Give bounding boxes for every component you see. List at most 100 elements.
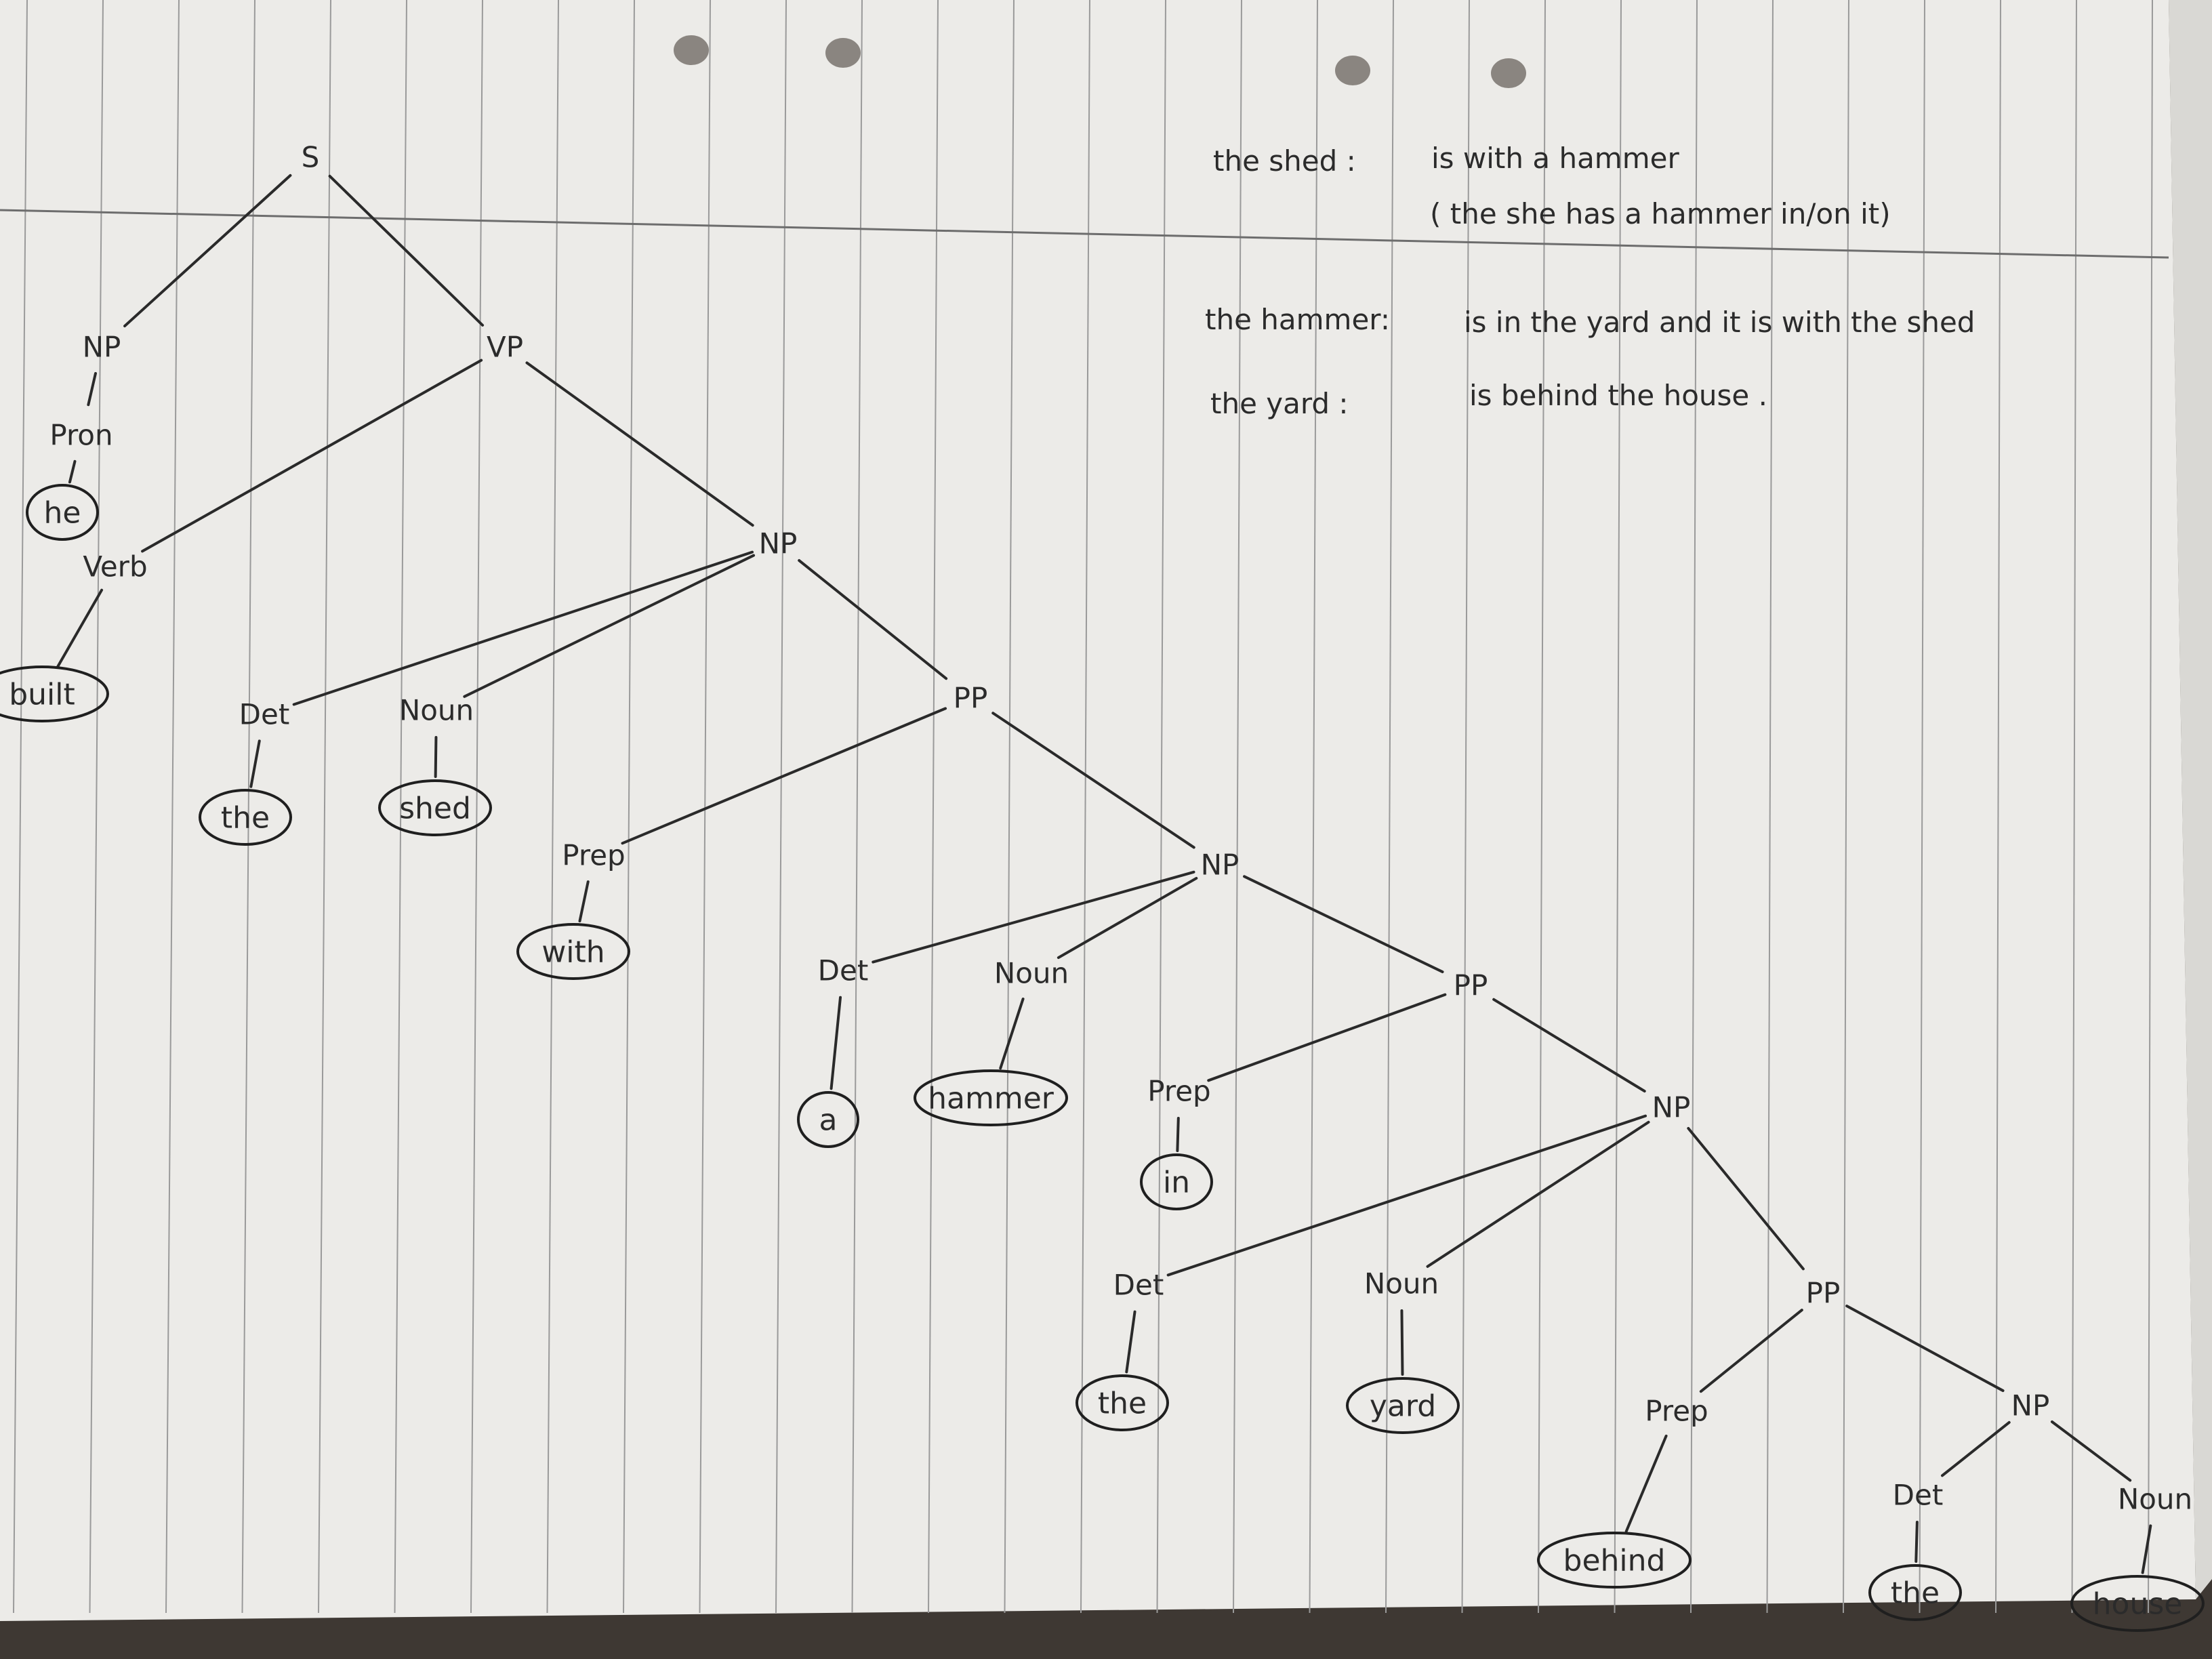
ruled-line	[1156, 0, 1166, 1614]
leaf-circle	[2070, 1575, 2205, 1632]
tree-node-label: Noun	[1364, 1267, 1439, 1300]
leaf-word-text: shed	[399, 791, 471, 825]
punch-holes	[674, 35, 1526, 88]
tree-edge	[525, 361, 754, 527]
tree-node-label: S	[302, 141, 320, 174]
ruled-line	[1919, 0, 1925, 1614]
tree-node-label: VP	[487, 331, 523, 364]
punch-hole	[825, 38, 861, 68]
notes: the shed : is with a hammer ( the she ha…	[1205, 142, 1975, 420]
ruled-line	[89, 0, 104, 1614]
tree-leaf-word: in	[1140, 1153, 1213, 1210]
tree-leaf-word: shed	[378, 779, 492, 836]
tree-leaf-word: a	[797, 1091, 859, 1148]
tree-edge	[1057, 876, 1198, 960]
tree-edge	[68, 459, 77, 484]
tree-edge	[1941, 1420, 2011, 1477]
leaf-word-text: in	[1163, 1165, 1190, 1200]
tree-leaf-word: with	[516, 923, 630, 980]
ruled-line	[1004, 0, 1015, 1614]
leaf-word-text: behind	[1563, 1543, 1666, 1578]
ruled-line	[1614, 0, 1622, 1614]
ruled-line	[699, 0, 711, 1614]
tree-edge	[141, 359, 483, 553]
node-label-text: Prep	[1147, 1075, 1210, 1108]
punch-hole	[1491, 58, 1526, 88]
punch-hole	[1335, 56, 1370, 85]
tree-leaf-word: the	[1076, 1374, 1169, 1431]
ruled-line	[470, 0, 483, 1614]
tree-edge	[463, 554, 756, 698]
punch-hole	[674, 35, 709, 65]
tree-node-label: Det	[1893, 1479, 1944, 1512]
ruled-line	[623, 0, 635, 1614]
leaf-word-text: built	[9, 677, 75, 712]
tree-edges	[56, 173, 2152, 1574]
leaf-circle	[1076, 1374, 1169, 1431]
tree-node-label: NP	[759, 527, 798, 560]
ruled-line	[241, 0, 255, 1614]
tree-node-label: Prep	[1645, 1395, 1708, 1428]
leaf-word-text: the	[1098, 1386, 1147, 1420]
tree-node-label: PP	[1454, 969, 1488, 1002]
tree-edge	[1243, 875, 1444, 974]
node-label-text: NP	[83, 331, 121, 364]
tree-edge	[1624, 1434, 1668, 1533]
leaf-circle	[1868, 1564, 1962, 1621]
tree-node-label: NP	[1201, 848, 1240, 882]
node-label-text: Det	[1113, 1269, 1164, 1302]
ruled-line	[318, 0, 331, 1614]
ruled-line	[775, 0, 787, 1614]
node-label-text: Noun	[399, 694, 474, 727]
leaf-word-text: yard	[1370, 1389, 1436, 1423]
tree-node-label: Prep	[562, 839, 625, 872]
ruled-line	[1385, 0, 1394, 1614]
node-label-text: VP	[487, 331, 523, 364]
tree-node-label: Prep	[1147, 1075, 1210, 1108]
tree-node-label: Pron	[49, 419, 112, 452]
node-label-text: PP	[954, 682, 988, 715]
node-label-text: Prep	[1645, 1395, 1708, 1428]
tree-edge	[1687, 1126, 1805, 1271]
ruled-line	[1080, 0, 1090, 1614]
tree-node-label: NP	[83, 331, 121, 364]
tree-leaf-word: behind	[1537, 1532, 1692, 1589]
ruled-line	[1690, 0, 1698, 1614]
leaf-word-text: the	[221, 800, 270, 835]
ruled-line	[394, 0, 407, 1614]
tree-leaf-word: the	[1868, 1564, 1962, 1621]
leaf-word-text: the	[1891, 1576, 1940, 1610]
tree-edge	[1699, 1309, 1803, 1393]
tree-edge	[1166, 1114, 1647, 1277]
node-label-text: Noun	[1364, 1267, 1439, 1300]
tree-edge	[872, 870, 1195, 964]
tree-edge	[87, 371, 98, 407]
paper-edge	[2169, 0, 2212, 1599]
node-label-text: PP	[1806, 1277, 1841, 1310]
ruled-line	[928, 0, 939, 1614]
tree-node-label: Verb	[83, 550, 147, 583]
leaf-word-text: hammer	[928, 1081, 1054, 1115]
leaf-circle	[26, 484, 99, 541]
tree-leaf-word: he	[26, 484, 99, 541]
tree-edge	[2051, 1420, 2132, 1482]
tree-leaf-word: yard	[1346, 1377, 1460, 1434]
note-yard-text: is behind the house .	[1469, 379, 1767, 412]
tree-node-label: NP	[1652, 1091, 1691, 1124]
note-hammer-subject: the hammer:	[1205, 303, 1390, 336]
leaf-circle	[1140, 1153, 1213, 1210]
ruled-line	[1538, 0, 1546, 1614]
leaf-circle	[914, 1069, 1068, 1126]
node-label-text: Det	[239, 698, 290, 731]
tree-edge	[1914, 1520, 1919, 1563]
tree-edge	[1426, 1120, 1650, 1268]
ruled-line	[2071, 0, 2077, 1614]
ruled-line	[1995, 0, 2001, 1614]
tree-leaf-word: built	[0, 665, 109, 722]
tree-node-label: Det	[1113, 1269, 1164, 1302]
note-shed-paraphrase: ( the she has a hammer in/on it)	[1430, 197, 1891, 230]
leaf-word-text: he	[44, 495, 81, 530]
tree-edge	[999, 998, 1025, 1070]
note-shed-text: is with a hammer	[1431, 142, 1679, 175]
